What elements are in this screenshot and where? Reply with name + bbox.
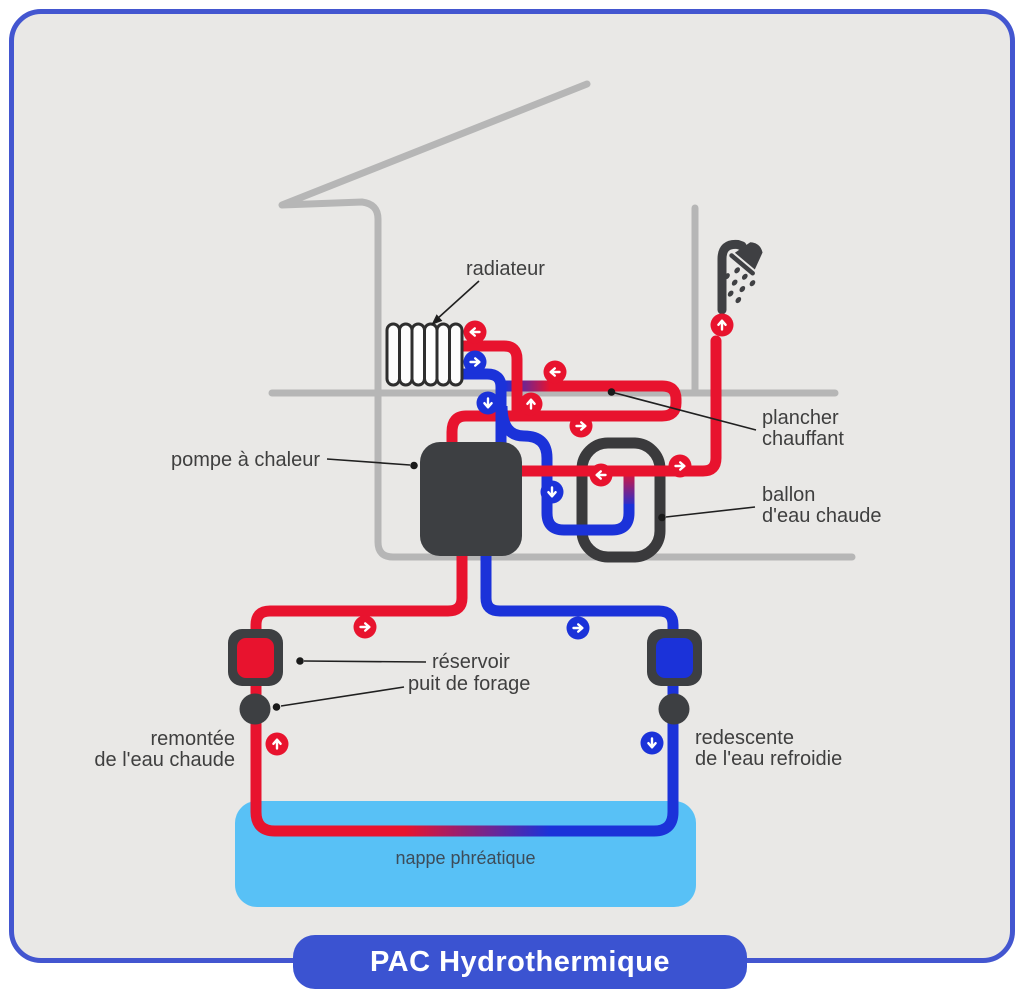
right-borehole (658, 693, 690, 725)
warm-water-rise-label: remontée de l'eau chaude (94, 728, 235, 771)
heat-pump-label: pompe à chaleur (171, 449, 320, 471)
flow-down-cooled-descent-icon (640, 731, 664, 755)
reservoir-label: réservoir (432, 651, 510, 673)
hot-water-tank-label: ballon d'eau chaude (762, 484, 882, 527)
flow-up-warm-rise-icon (265, 732, 289, 756)
flow-right-to-right-well-icon (566, 616, 590, 640)
bottom-loop-gradient-pipe (250, 796, 679, 837)
pointer-lines (272, 280, 757, 711)
pump-to-right-well-pipe (480, 552, 679, 632)
floor-heating-pipe (446, 380, 682, 450)
radiator-return-pipe (462, 368, 507, 450)
hot-water-tank (576, 437, 666, 563)
cooled-water-descent-label: redescente de l'eau refroidie (695, 727, 843, 770)
radiator-supply-pipe (462, 340, 523, 416)
radiator-label: radiateur (466, 258, 545, 280)
pipes (250, 335, 722, 837)
roof-and-wall-line (278, 80, 856, 561)
flow-up-to-radiator-icon (519, 392, 543, 416)
radiator (385, 322, 464, 387)
shower-droplets (720, 267, 756, 304)
shower-icon (717, 239, 763, 315)
flow-icons (265, 313, 734, 756)
flow-left-radiator-supply-icon (463, 320, 487, 344)
flow-left-floor-return-icon (543, 360, 567, 384)
left-borehole (239, 693, 271, 725)
house-outline (268, 80, 856, 561)
groundwater-label: nappe phréatique (395, 848, 536, 868)
flow-right-to-shower-icon (668, 454, 692, 478)
left-reservoir (228, 629, 283, 686)
flow-left-tank-icon (589, 463, 613, 487)
borehole-label: puit de forage (408, 673, 531, 695)
title-banner: PAC Hydrothermique (293, 935, 747, 989)
flow-down-tank-coil-icon (540, 480, 564, 504)
flow-right-floor-supply-icon (569, 414, 593, 438)
flow-down-to-pump-icon (476, 391, 500, 415)
flow-up-shower-riser-icon (710, 313, 734, 337)
heat-pump (420, 442, 522, 556)
tank-coil-cold-pipe (496, 405, 635, 536)
pump-to-left-well-pipe (250, 552, 468, 632)
floor-heating-label: plancher chauffant (762, 407, 844, 450)
right-reservoir (647, 629, 702, 686)
flow-right-radiator-return-icon (463, 350, 487, 374)
flow-right-to-left-well-icon (353, 615, 377, 639)
shower-supply-pipe (516, 335, 722, 477)
page-title: PAC Hydrothermique (369, 945, 671, 978)
